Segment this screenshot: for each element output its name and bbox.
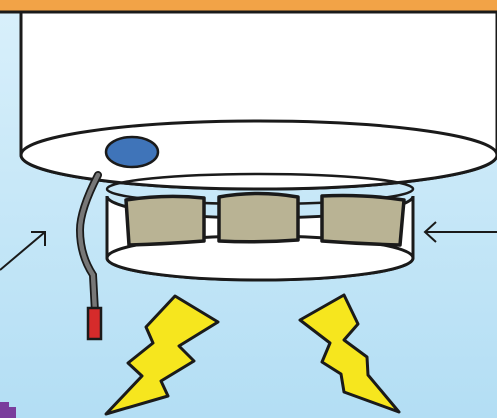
vent-right [320,193,406,247]
corner-shape [0,402,16,418]
top-bar [0,0,497,12]
vent-left [124,194,206,247]
indicator-light [104,135,160,169]
arrow-icon-right [423,221,497,243]
sensor-wire-tip [86,306,103,341]
sensor-wire [77,172,101,315]
vent-middle [217,191,300,244]
arrow-icon-left [0,231,46,271]
lightning-bolt-icon-left [104,294,220,416]
lightning-bolt-icon-right [298,293,401,414]
